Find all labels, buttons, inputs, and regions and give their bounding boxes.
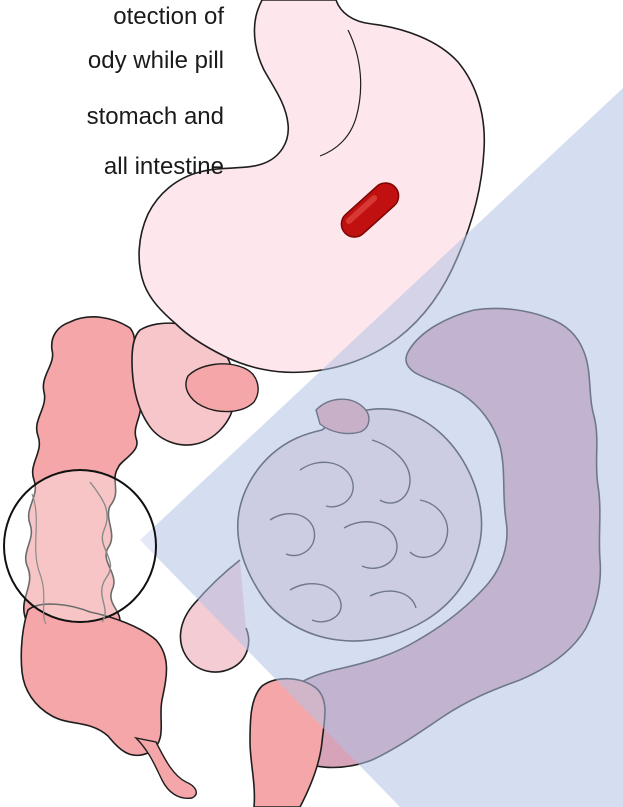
caption: otection of ody while pill stomach and a… xyxy=(0,0,240,200)
caption-line-4: all intestine xyxy=(104,150,224,184)
cecum xyxy=(21,604,166,755)
appendix xyxy=(136,738,196,798)
caption-line-1: otection of xyxy=(113,0,224,34)
focus-circle xyxy=(4,470,156,622)
caption-line-2: ody while pill xyxy=(88,44,224,78)
caption-line-3: stomach and xyxy=(87,100,224,134)
